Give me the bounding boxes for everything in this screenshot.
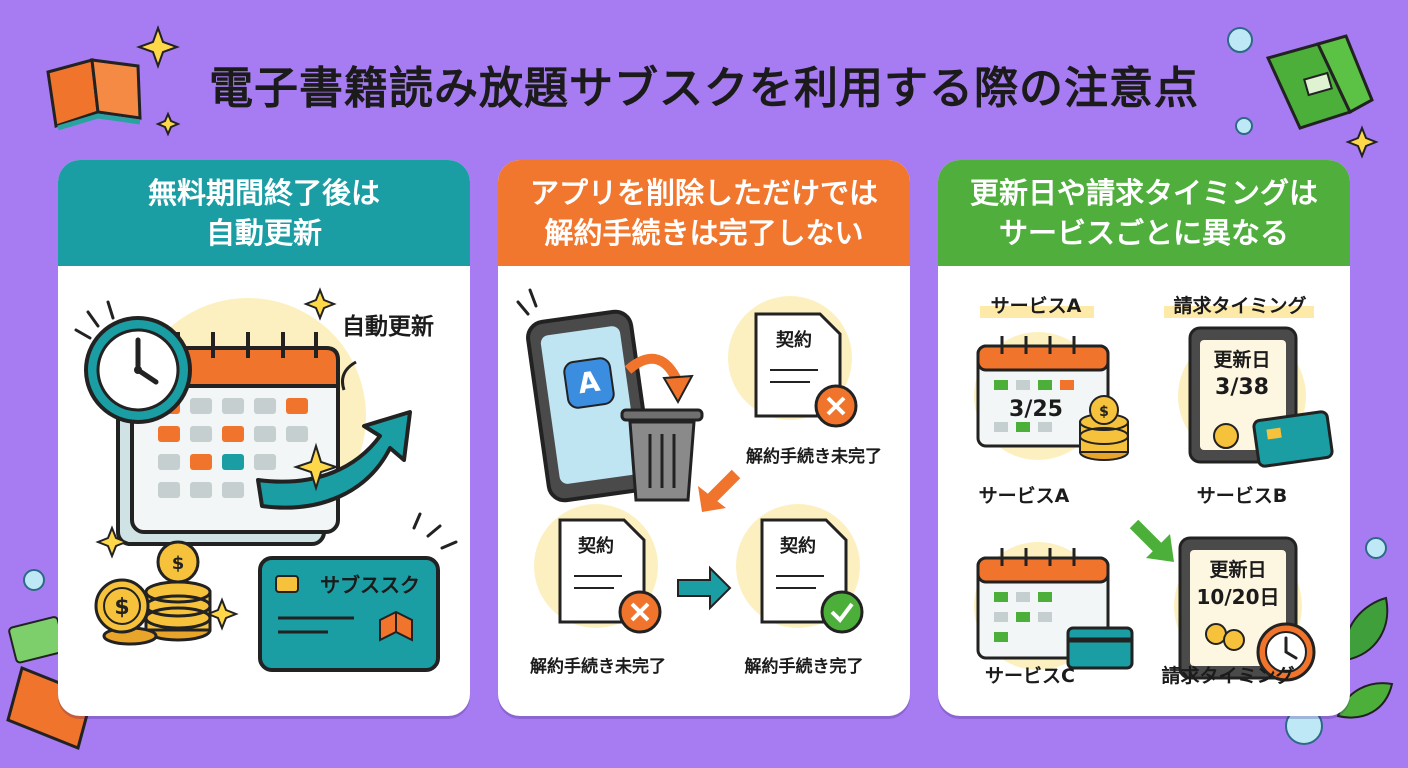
- billing-header: 請求タイミング: [1173, 294, 1306, 317]
- coins-icon: $ $: [94, 540, 212, 646]
- billing-label: 請求タイミング: [1161, 664, 1294, 687]
- smartphone-icon: A: [516, 288, 654, 503]
- service-a-date: 3/25: [1009, 397, 1063, 422]
- book-icon: [46, 58, 142, 131]
- trash-icon: [620, 408, 704, 502]
- subscription-card-icon: [258, 512, 458, 672]
- service-a-label: サービスA: [979, 485, 1070, 507]
- arrow-to-trash-icon: [624, 353, 694, 405]
- contract-label: 契約: [779, 535, 816, 557]
- incomplete-label: 解約手続き未完了: [746, 446, 882, 467]
- panel-app-deletion: アプリを削除しただけでは 解約手続きは完了しない A 契約 解約手: [498, 160, 910, 716]
- svg-text:$: $: [172, 553, 185, 574]
- arrow-down-right-icon: [1129, 519, 1174, 562]
- panel-heading: 更新日や請求タイミングは サービスごとに異なる: [938, 160, 1350, 266]
- coins-icon: $: [1079, 395, 1129, 461]
- green-book-icon: [1265, 34, 1374, 130]
- contract-label: 契約: [775, 329, 812, 351]
- contract-label: 契約: [577, 535, 614, 557]
- service-b-label: サービスB: [1197, 485, 1287, 507]
- svg-text:$: $: [114, 595, 129, 620]
- svg-text:A: A: [576, 365, 602, 401]
- contract-document-icon: [760, 518, 864, 634]
- calendar-icon: [976, 336, 1110, 448]
- sparkle-icon: [136, 25, 1379, 159]
- service-b-date: 3/38: [1215, 375, 1269, 400]
- incomplete-label: 解約手続き未完了: [530, 656, 666, 677]
- clock-icon: [74, 300, 192, 424]
- panel-heading-line2: サービスごとに異なる: [998, 216, 1289, 250]
- card-label: サブススク: [320, 573, 420, 597]
- arrow-right-icon: [677, 565, 732, 611]
- service-c-label: サービスC: [985, 665, 1075, 687]
- panel-heading-line2: 解約手続きは完了しない: [544, 216, 864, 250]
- auto-renewal-illustration: 自動更新 $ $ サブススク: [74, 287, 458, 672]
- panel-billing-timing: 更新日や請求タイミングは サービスごとに異なる サービスA 請求タイミング 3/…: [938, 160, 1350, 716]
- clock-icon: [1205, 622, 1316, 682]
- panel-auto-renewal: 無料期間終了後は 自動更新: [58, 160, 470, 716]
- service-a-header: サービスA: [991, 295, 1082, 317]
- panel-heading-line1: 更新日や請求タイミングは: [969, 176, 1318, 210]
- panel-heading-line2: 自動更新: [205, 216, 322, 250]
- svg-text:$: $: [1099, 404, 1109, 420]
- panel-heading-line1: 無料期間終了後は: [147, 176, 380, 210]
- service-d-date: 10/20日: [1197, 585, 1280, 609]
- calendar-icon: [976, 548, 1134, 670]
- app-deletion-illustration: A 契約 解約手続き未完了 契約: [516, 288, 882, 677]
- contract-document-icon: [754, 312, 858, 428]
- auto-renew-label: 自動更新: [342, 313, 434, 340]
- complete-label: 解約手続き完了: [745, 656, 864, 677]
- tablet-icon: [1188, 326, 1334, 468]
- contract-document-icon: [558, 518, 662, 634]
- panel-heading: 無料期間終了後は 自動更新: [58, 160, 470, 266]
- sparkle-icon: [95, 287, 340, 631]
- billing-timing-illustration: サービスA 請求タイミング 3/25 $ サービスA: [974, 294, 1334, 687]
- bubble-icon: [23, 27, 1387, 745]
- panel-heading-line1: アプリを削除しただけでは: [529, 176, 878, 210]
- arrow-down-left-icon: [698, 469, 741, 512]
- page-title: 電子書籍読み放題サブスクを利用する際の注意点: [209, 63, 1199, 114]
- panel-heading: アプリを削除しただけでは 解約手続きは完了しない: [498, 160, 910, 266]
- renewal-label: 更新日: [1209, 558, 1266, 581]
- renewal-label: 更新日: [1213, 348, 1270, 371]
